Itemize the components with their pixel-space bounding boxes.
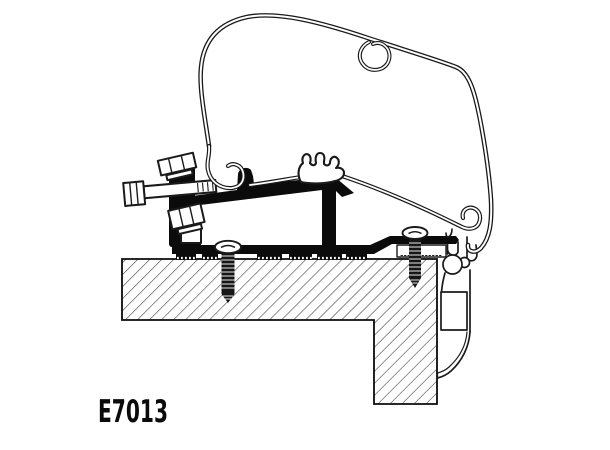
roof-mounting-screws (214, 226, 429, 303)
screw-left (214, 239, 242, 303)
hex-bolt-top (156, 151, 198, 182)
adapter-top-flange (192, 167, 336, 248)
case-claw-detail (297, 151, 346, 185)
clamp-hex-bolts (122, 151, 218, 244)
adapter-base-plate (172, 236, 459, 254)
part-number-label: E7013 (98, 394, 168, 430)
vehicle-roof-cross-section (121, 258, 438, 405)
hex-nut-lower (167, 202, 206, 236)
case-top-hook (357, 40, 392, 72)
awning-case-profile (198, 13, 494, 254)
adapter-serrated-feet (176, 254, 367, 260)
case-main-arc (198, 13, 494, 254)
screw-right (401, 226, 429, 288)
hex-bolt-long (122, 179, 218, 207)
case-left-hook (205, 143, 246, 191)
